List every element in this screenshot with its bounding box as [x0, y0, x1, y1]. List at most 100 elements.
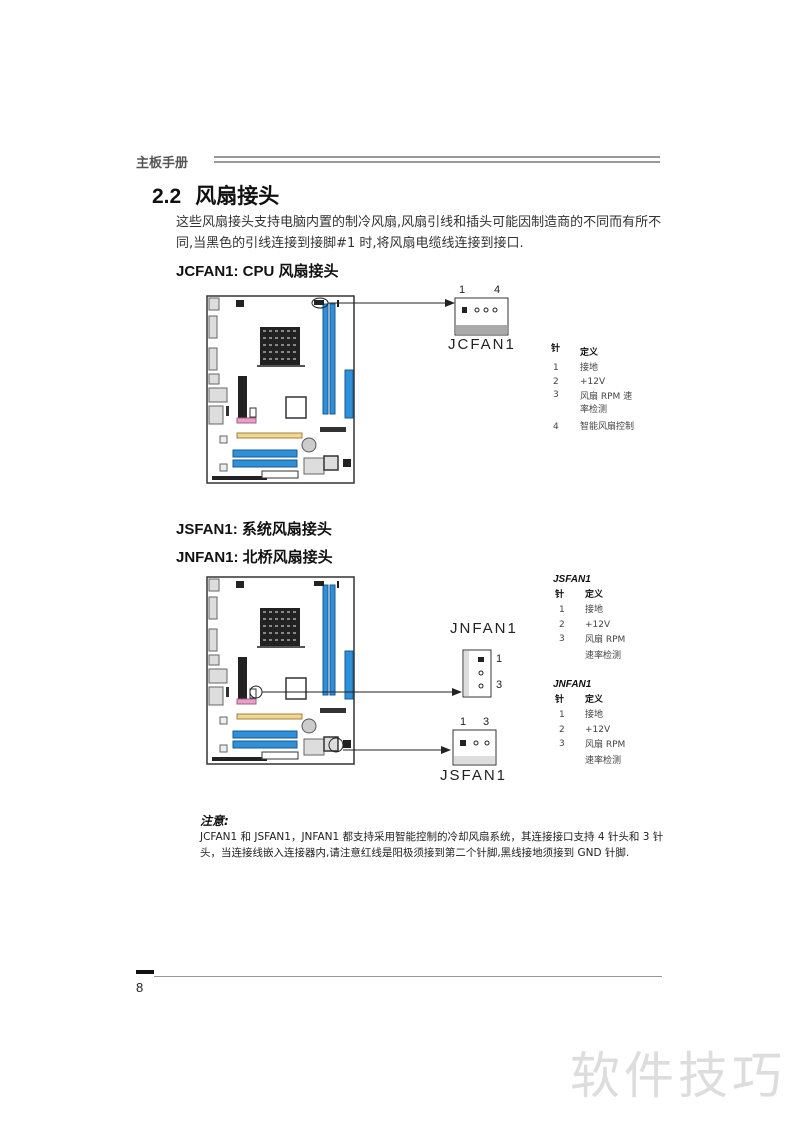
socket-pin	[281, 639, 284, 641]
io-port	[208, 387, 228, 403]
socket-pin	[287, 358, 290, 360]
pci-slot	[232, 459, 298, 468]
pcie-slot	[236, 713, 303, 720]
dimm-slot	[322, 303, 329, 415]
socket-pin	[281, 344, 284, 346]
floppy-connector	[236, 698, 257, 705]
cpu-fan-header	[314, 581, 324, 586]
socket-pin	[263, 639, 266, 641]
highlight-circle	[328, 737, 344, 753]
socket-pin	[269, 358, 272, 360]
pin-label: 1	[496, 653, 503, 665]
connector-latch	[464, 651, 469, 696]
socket-pin	[269, 351, 272, 353]
header	[320, 708, 346, 713]
socket-pin	[263, 344, 266, 346]
socket-pin	[281, 351, 284, 353]
socket-pin	[263, 625, 266, 627]
socket-pin	[263, 618, 266, 620]
socket-lever	[257, 365, 305, 367]
socket-pin	[287, 351, 290, 353]
pin-1	[460, 740, 466, 746]
socket-pin	[275, 632, 278, 634]
io-port	[208, 347, 218, 371]
atx-power-connector	[238, 376, 247, 418]
note-title: 注意:	[200, 814, 229, 828]
socket-pin	[293, 344, 296, 346]
connector-latch	[456, 325, 507, 334]
audio-chip	[303, 738, 325, 756]
jcfan-heading: JCFAN1: CPU 风扇接头	[176, 263, 339, 280]
socket-pin	[263, 611, 266, 613]
pin-label: 3	[483, 716, 490, 728]
pin	[474, 307, 480, 313]
socket-pin	[269, 625, 272, 627]
pin	[492, 307, 498, 313]
socket-pin	[275, 625, 278, 627]
socket-pin	[263, 632, 266, 634]
header	[337, 581, 339, 588]
io-port	[208, 578, 220, 592]
atx12v-connector	[236, 300, 244, 307]
header	[343, 740, 351, 748]
floppy-connector	[236, 417, 257, 424]
pci-slot	[232, 730, 298, 739]
jsfan-arrow-head	[441, 746, 451, 754]
socket-pin	[287, 639, 290, 641]
mount-hole	[219, 744, 228, 753]
socket-pin	[293, 618, 296, 620]
io-port	[208, 373, 220, 385]
socket-pin	[275, 344, 278, 346]
usb-header	[261, 470, 299, 479]
pin	[484, 740, 490, 746]
connector-label: JSFAN1	[440, 767, 508, 784]
io-port	[208, 686, 224, 706]
socket-pin	[281, 632, 284, 634]
socket-pin	[275, 330, 278, 332]
dimm-slot	[322, 584, 329, 696]
fan-header	[249, 407, 257, 418]
front-panel-header	[212, 757, 267, 761]
socket-pin	[293, 337, 296, 339]
socket-pin	[269, 611, 272, 613]
io-port	[208, 596, 218, 620]
socket-pin	[275, 639, 278, 641]
socket-pin	[275, 611, 278, 613]
socket-pin	[275, 351, 278, 353]
mount-hole	[219, 463, 228, 472]
socket-pin	[281, 618, 284, 620]
socket-pin	[269, 344, 272, 346]
atx-power-connector	[238, 657, 247, 699]
pin-label: 1	[460, 716, 467, 728]
socket-pin	[275, 618, 278, 620]
jcfan-arrow-head	[445, 299, 455, 307]
socket-pin	[275, 337, 278, 339]
socket-pin	[287, 618, 290, 620]
socket-pin	[269, 618, 272, 620]
socket-pin	[263, 337, 266, 339]
footer-mark	[136, 970, 154, 974]
ide-connector	[344, 650, 354, 700]
socket-pin	[287, 625, 290, 627]
mount-hole	[219, 435, 228, 444]
connector-label: JCFAN1	[448, 336, 516, 353]
socket-lever	[257, 646, 305, 648]
socket-pin	[293, 351, 296, 353]
socket-pin	[293, 358, 296, 360]
socket-pin	[293, 330, 296, 332]
io-chip	[323, 455, 339, 471]
pin	[478, 670, 484, 676]
pin-label: 3	[496, 679, 503, 691]
pin-1	[478, 657, 484, 662]
socket-pin	[281, 611, 284, 613]
socket-pin	[269, 337, 272, 339]
header	[320, 427, 346, 432]
socket-pin	[293, 625, 296, 627]
battery	[301, 437, 317, 453]
jumper	[226, 687, 229, 697]
page-number: 8	[136, 980, 144, 995]
pci-slot	[232, 449, 298, 458]
atx12v-connector	[236, 581, 244, 588]
